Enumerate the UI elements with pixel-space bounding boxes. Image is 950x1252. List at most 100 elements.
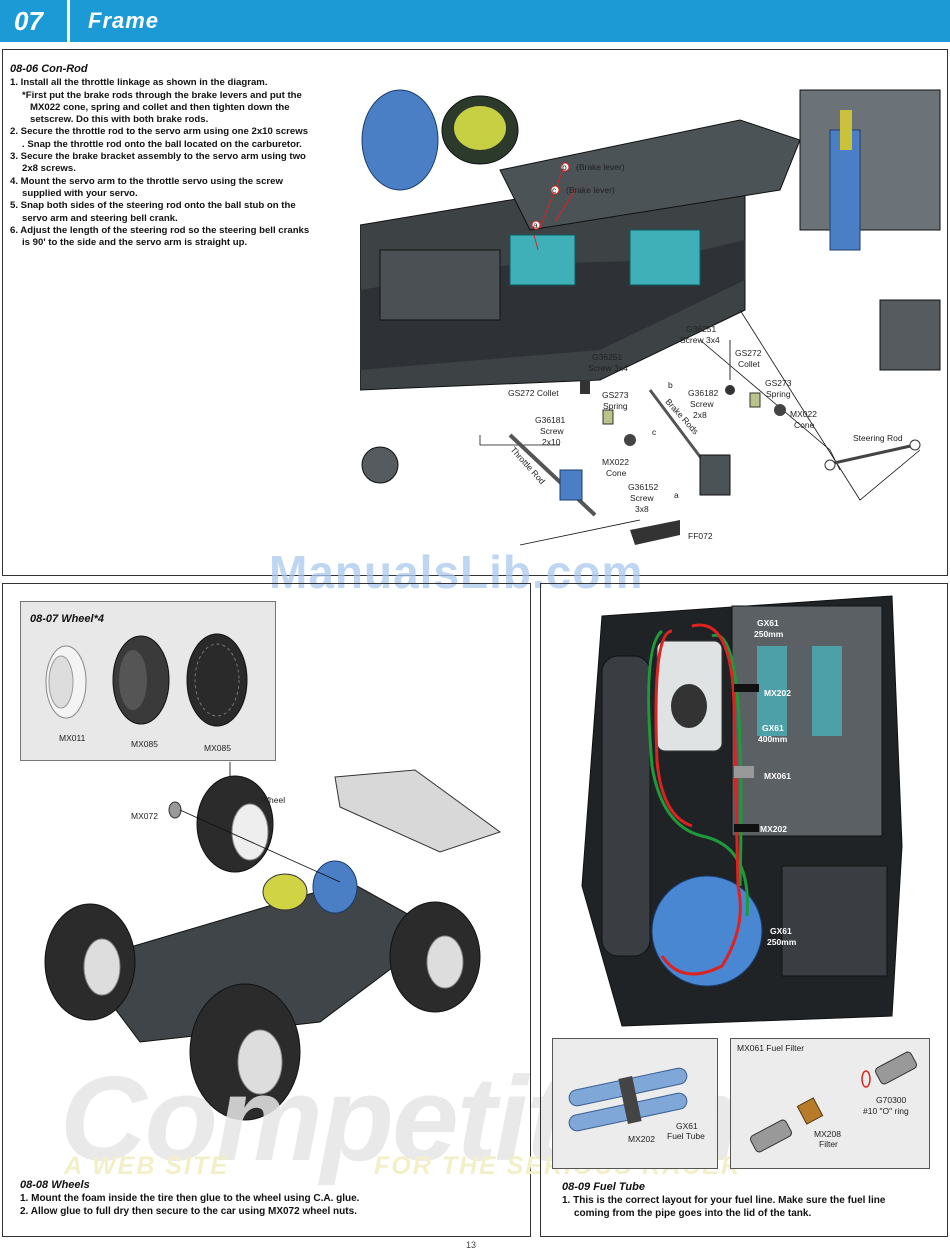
steering-servo [629, 229, 701, 286]
exhaust-pipe [601, 655, 651, 957]
step-line: 2. Secure the throttle rod to the servo … [10, 126, 309, 138]
chassis-linkage-diagram: b (Brake lever) c (Brake lever) a a b c … [360, 89, 941, 546]
step-line: 1. Install all the throttle linkage as s… [10, 77, 268, 89]
spring-part [749, 392, 761, 408]
fuel-tube-illustration: MX202 GX61 Fuel Tube [568, 1067, 705, 1144]
label-mx085-tire: MX085 [204, 743, 231, 753]
front-suspension [799, 89, 941, 231]
shock-body [840, 110, 852, 150]
brake-lever-label-b: (Brake lever) [576, 162, 625, 172]
label-size-2x10: 2x10 [542, 437, 561, 447]
collet-part [580, 380, 590, 394]
label-g36251-right: G36251 [686, 324, 717, 334]
rear-wing [334, 769, 502, 853]
cone-part [774, 404, 786, 416]
throttle-servo [509, 234, 576, 286]
servo-area [757, 646, 787, 736]
step-line: servo arm and steering bell crank. [22, 212, 178, 224]
label-mx208: MX208 [814, 1129, 841, 1139]
label-cone-left: Cone [606, 468, 627, 478]
radio-box-lid [379, 249, 501, 321]
label-250mm-top: 250mm [754, 629, 784, 639]
label-mx022-left: MX022 [602, 457, 629, 467]
label-gx61-400: GX61 [762, 723, 784, 733]
step-line: coming from the pipe goes into the lid o… [574, 1208, 812, 1219]
radio-tray [731, 605, 883, 837]
steering-rod-part [824, 443, 916, 467]
label-o-ring: #10 "O" ring [863, 1106, 909, 1116]
fuel-title: 08-09 Fuel Tube [562, 1181, 645, 1193]
label-gx61-top: GX61 [757, 618, 779, 628]
fuel-filter-illustration: MX061 Fuel Filter G70300 #10 "O" ring MX… [737, 1043, 917, 1153]
air-filter-foam [454, 106, 506, 150]
fuel-instructions: 08-09 Fuel Tube 1. This is the correct l… [562, 1181, 942, 1220]
top-brace [499, 119, 801, 231]
air-filter-top [262, 873, 308, 911]
label-400mm: 400mm [758, 734, 788, 744]
label-mx202-top: MX202 [764, 688, 791, 698]
throttle-rod-spring [559, 469, 583, 501]
label-250mm-bottom: 250mm [767, 937, 797, 947]
con-rod-title: 08-06 Con-Rod [10, 63, 88, 75]
label-g36251-left: G36251 [592, 352, 623, 362]
step-line: 1. Mount the foam inside the tire then g… [20, 1193, 360, 1204]
cone-part-left [624, 434, 636, 446]
step-line: 6. Adjust the length of the steering rod… [10, 224, 310, 236]
step-line: is 90' to the side and the servo arm is … [22, 237, 248, 249]
mx202-connector-mid [734, 824, 759, 832]
label-mx202: MX202 [628, 1134, 655, 1144]
wheels-panel [2, 583, 531, 1237]
label-mx202-mid: MX202 [760, 824, 787, 834]
label-gx61-bottom: GX61 [770, 926, 792, 936]
mark-a: a [533, 220, 538, 230]
label-g36181: G36181 [535, 415, 566, 425]
section-number: 07 [0, 0, 70, 42]
step-line: 3. Secure the brake bracket assembly to … [10, 151, 306, 163]
label-size-3x8: 3x8 [635, 504, 649, 514]
filter-housing-left [750, 1119, 792, 1153]
receiver-box [781, 865, 888, 977]
label-gs272-right: GS272 [735, 348, 762, 358]
label-wheel: Wheel [261, 795, 285, 805]
front-hub [879, 299, 941, 371]
label-fuel-tube: Fuel Tube [667, 1131, 705, 1141]
step-line: 1. This is the correct layout for your f… [562, 1195, 886, 1206]
label-screw-3x4-left: Screw 3x4 [588, 363, 628, 373]
label-g36152: G36152 [628, 482, 659, 492]
step-line: 2x8 screws. [22, 163, 76, 175]
brake-lever-label-c: (Brake lever) [566, 185, 615, 195]
step-line: supplied with your servo. [22, 187, 138, 199]
tagline-watermark-1: A WEB SITE [64, 1152, 229, 1180]
step-line: 5. Snap both sides of the steering rod o… [10, 200, 296, 212]
fuel-line-layout-diagram: GX61 250mm MX202 GX61 400mm MX061 MX202 … [581, 595, 903, 1027]
o-ring [861, 1070, 871, 1088]
label-gs272-collet-left: GS272 Collet [508, 388, 559, 398]
mark-b-lower: b [668, 380, 673, 390]
screw-part [725, 385, 735, 395]
label-collet-right: Collet [738, 359, 760, 369]
mx208-filter-element [796, 1097, 824, 1125]
label-g70300: G70300 [876, 1095, 907, 1105]
buggy-wheels-illustration: Wheel MX072 [44, 762, 502, 1121]
con-rod-instructions: 08-06 Con-Rod 1. Install all the throttl… [10, 63, 362, 249]
spring-part-left [602, 409, 614, 425]
page-number: 13 [466, 1240, 477, 1250]
step-line: *First put the brake rods through the br… [22, 89, 302, 101]
step-line: . Snap the throttle rod onto the ball lo… [22, 138, 302, 150]
engine-head [361, 89, 439, 191]
mx202-connector [618, 1076, 642, 1124]
label-cone-right: Cone [794, 420, 815, 430]
step-line: 4. Mount the servo arm to the throttle s… [10, 175, 283, 187]
label-mx061-fuel-filter: MX061 Fuel Filter [737, 1043, 804, 1053]
tank-lid [671, 684, 707, 728]
step-line: MX022 cone, spring and collet and then t… [30, 101, 290, 113]
manualslib-watermark: ManualsLib.com [269, 546, 644, 598]
mark-a-lower: a [674, 490, 679, 500]
step-line: 2. Allow glue to full dry then secure to… [20, 1206, 357, 1217]
label-screw-g36152: Screw [630, 493, 654, 503]
engine-top [651, 875, 763, 987]
label-gx61: GX61 [676, 1121, 698, 1131]
label-mx061: MX061 [764, 771, 791, 781]
label-ff072: FF072 [688, 531, 713, 541]
wheels-instructions: 08-08 Wheels 1. Mount the foam inside th… [20, 1179, 520, 1218]
